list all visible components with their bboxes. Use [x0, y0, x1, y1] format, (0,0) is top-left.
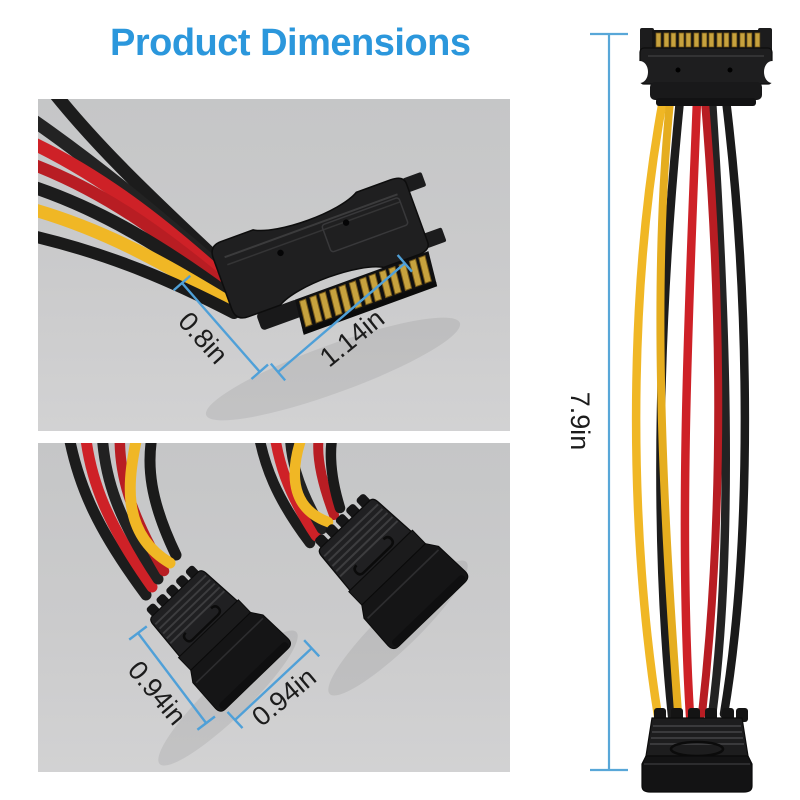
connector-skirt [190, 611, 291, 712]
thumb-groove [353, 535, 395, 576]
wire-red [313, 443, 339, 520]
connector-shadow [205, 317, 461, 421]
connector-body [639, 47, 773, 85]
ribs [323, 503, 399, 578]
body-hole [675, 67, 681, 73]
ear [758, 28, 772, 52]
wire-black [144, 443, 182, 561]
body-hole [342, 219, 350, 226]
wire-black [325, 443, 346, 514]
wire-red [38, 138, 229, 284]
dimension-line-left [128, 625, 216, 731]
lower-flange [650, 82, 762, 100]
full-cable-illustration [590, 28, 780, 793]
wire-yellow [656, 98, 682, 716]
wire-black [707, 95, 730, 721]
wire-red [698, 98, 723, 718]
sata-female-connectors-illustration [64, 443, 469, 766]
dimension-line-width [172, 274, 269, 380]
ribs [650, 725, 744, 745]
thumb-groove [182, 605, 222, 643]
wire-black [38, 231, 240, 319]
dimension-line-cable-length [590, 32, 628, 772]
body-hole [277, 249, 284, 257]
dimension-label-cable-length: 7.9in [565, 391, 596, 451]
wire-red [80, 443, 158, 593]
cable-wires [631, 95, 750, 721]
bottom-lip [656, 98, 756, 106]
gold-pins [655, 32, 761, 48]
sata-female-connector-right [315, 494, 469, 650]
wire-black [97, 443, 164, 585]
clip-tab [423, 227, 447, 248]
wire-bundle-left [64, 443, 182, 601]
page-title: Product Dimensions [110, 22, 471, 64]
connector-skirt [641, 755, 753, 793]
wire-bundle [38, 99, 240, 319]
wire-black [719, 95, 750, 719]
wire-black [64, 443, 152, 601]
wire-red [680, 95, 702, 721]
wire-yellow [289, 443, 334, 528]
clip-tab [403, 172, 426, 193]
sata-female-connector-bottom [641, 708, 753, 793]
body-hole [727, 67, 733, 73]
connector-foot [257, 300, 303, 330]
gold-pins [298, 254, 432, 328]
wire-red [270, 443, 322, 542]
dimension-line-length [269, 254, 413, 382]
sata-male-connector-illustration [38, 99, 461, 421]
dimension-line-right [226, 639, 321, 729]
female-connectors-photo-panel [38, 443, 510, 772]
wire-yellow [38, 204, 238, 311]
connector-skirt [361, 543, 469, 650]
ribs [154, 574, 226, 644]
waist-notch [632, 61, 648, 83]
ear [640, 28, 654, 52]
connector-body [211, 177, 429, 319]
wire-bundle-right [255, 443, 346, 549]
sata-female-connector-left [146, 565, 291, 712]
wire-yellow [631, 95, 668, 721]
wire-red [38, 159, 231, 292]
male-connector-photo-panel [38, 99, 510, 431]
sata-male-connector-top [632, 28, 780, 106]
wire-black [38, 181, 235, 302]
wire-black [255, 443, 316, 549]
waist-notch [764, 61, 780, 83]
wire-yellow [124, 443, 176, 569]
